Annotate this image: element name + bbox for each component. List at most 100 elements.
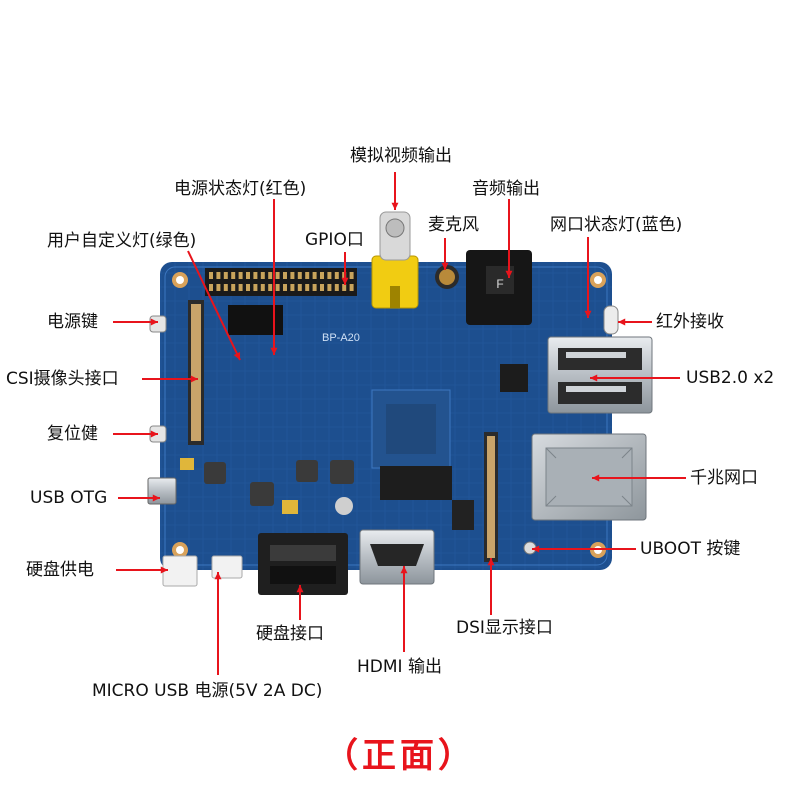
gpio-pin (275, 284, 280, 291)
gpio-pin (216, 284, 221, 291)
usb2-stacked-connector (547, 336, 653, 414)
gpio-pin (268, 272, 273, 279)
label-hdd-power: 硬盘供电 (26, 560, 94, 580)
gpio-pin (268, 284, 273, 291)
label-sata: 硬盘接口 (256, 624, 324, 644)
gpio-pin (238, 284, 243, 291)
arrowhead (214, 572, 222, 580)
label-gigabit-eth: 千兆网口 (690, 468, 758, 488)
arrowhead (618, 318, 626, 326)
leader-user-led (187, 250, 241, 361)
power-key-component (149, 315, 167, 333)
arrowhead (150, 430, 158, 438)
gpio-pin (349, 272, 354, 279)
dsi-connector (484, 432, 498, 562)
board-model-silk: BP-A20 (322, 332, 360, 344)
label-csi-port: CSI摄像头接口 (6, 369, 119, 389)
gpio-pin (246, 284, 250, 291)
micro-usb-power-connector (211, 555, 243, 579)
gpio-pin (290, 284, 295, 291)
gpio-pin (209, 284, 213, 291)
gpio-pin (327, 284, 332, 291)
gpio-pin (246, 272, 250, 279)
sata-connector (258, 533, 348, 595)
audio-jack: F (466, 250, 532, 325)
arrowhead (190, 375, 198, 383)
gpio-pin (209, 272, 213, 279)
gpio-pin (320, 284, 324, 291)
gpio-header (205, 268, 357, 296)
label-reset-key: 复位健 (47, 424, 98, 444)
arrowhead (391, 202, 399, 210)
gpio-pin (223, 284, 228, 291)
arrowhead (592, 474, 600, 482)
gpio-pin (231, 284, 236, 291)
gpio-pin (312, 272, 317, 279)
gpio-pin (327, 272, 332, 279)
arrowhead (270, 347, 278, 355)
gpio-pin (216, 272, 221, 279)
rca-video-jack (371, 211, 419, 309)
gpio-pin (297, 272, 302, 279)
gpio-pin (305, 272, 310, 279)
label-microphone: 麦克风 (428, 215, 479, 235)
arrowhead (400, 566, 408, 574)
label-hdmi: HDMI 输出 (357, 657, 442, 677)
arrowhead (441, 262, 449, 270)
label-ir-receiver: 红外接收 (656, 312, 724, 332)
label-power-status-led: 电源状态灯(红色) (174, 179, 307, 199)
leader-arrowheads (150, 202, 626, 593)
sata-power-connector (162, 555, 198, 587)
gpio-pin (275, 272, 280, 279)
arrowhead (150, 318, 158, 326)
soc-chip (371, 389, 451, 469)
arrowhead (584, 310, 592, 318)
gpio-pin (253, 272, 258, 279)
gpio-pin (305, 284, 310, 291)
arrowhead (160, 566, 168, 574)
label-audio-out: 音频输出 (472, 179, 540, 199)
label-uboot-key: UBOOT 按键 (640, 539, 741, 559)
leader-lines (113, 172, 686, 675)
inductors (180, 458, 354, 515)
gpio-pin (253, 284, 258, 291)
arrowhead (296, 585, 304, 593)
label-usb-otg: USB OTG (30, 488, 108, 508)
arrowhead (532, 545, 540, 553)
label-gpio: GPIO口 (305, 230, 364, 250)
gpio-pin (283, 284, 287, 291)
ir-receiver-component (603, 305, 619, 335)
label-analog-video-out: 模拟视频输出 (350, 146, 452, 166)
gpio-pin (334, 272, 339, 279)
caption-front-side: （正面） (324, 736, 476, 776)
arrowhead (487, 558, 495, 566)
label-power-key: 电源键 (47, 312, 98, 332)
gpio-pin (312, 284, 317, 291)
mounting-holes (172, 272, 606, 558)
gpio-pin (334, 284, 339, 291)
arrowhead (341, 277, 349, 285)
arrowhead (233, 352, 241, 360)
svg-text:F: F (496, 277, 503, 291)
gpio-pin (260, 272, 265, 279)
gpio-pins (209, 272, 354, 291)
usb-otg-component (147, 477, 177, 505)
gpio-pin (297, 284, 302, 291)
aux-chip (380, 364, 528, 530)
label-micro-usb-power: MICRO USB 电源(5V 2A DC) (92, 681, 323, 701)
gpio-pin (290, 272, 295, 279)
hdmi-connector (359, 529, 435, 585)
gpio-pin (223, 272, 228, 279)
gpio-pin (260, 284, 265, 291)
label-dsi: DSI显示接口 (456, 618, 553, 638)
gpio-pin (238, 272, 243, 279)
label-eth-status-led: 网口状态灯(蓝色) (550, 215, 683, 235)
arrowhead (590, 374, 598, 382)
csi-connector (188, 300, 204, 445)
gpio-pin (349, 284, 354, 291)
gpio-pin (342, 284, 347, 291)
gpio-pin (283, 272, 287, 279)
label-usb2: USB2.0 x2 (686, 368, 775, 388)
